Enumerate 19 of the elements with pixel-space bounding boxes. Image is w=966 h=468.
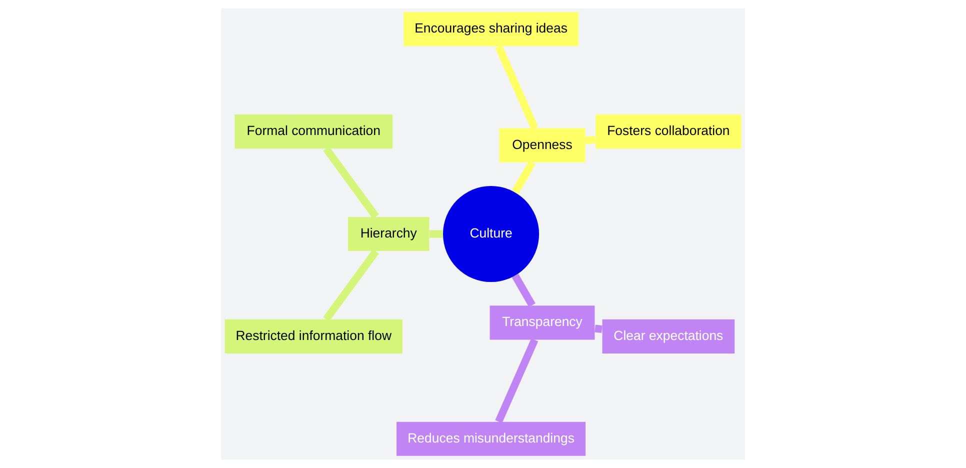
- connector: [495, 44, 538, 130]
- connector: [323, 146, 379, 219]
- connector: [323, 249, 379, 322]
- connector: [512, 160, 536, 194]
- node-box: Openness: [499, 128, 586, 162]
- node-box: Encourages sharing ideas: [404, 12, 578, 46]
- node-box: Hierarchy: [348, 217, 430, 252]
- node-box: Transparency: [490, 306, 595, 340]
- connector: [512, 274, 536, 308]
- connector: [594, 324, 602, 333]
- node-box: Fosters collaboration: [596, 114, 742, 149]
- node-box: Reduces misunderstandings: [396, 422, 586, 456]
- node-box: Formal communication: [234, 114, 393, 149]
- connector: [584, 136, 596, 144]
- connector: [429, 230, 443, 238]
- node-circle: Culture: [443, 186, 540, 282]
- node-box: Clear expectations: [602, 319, 735, 354]
- connector: [495, 338, 538, 424]
- node-box: Restricted information flow: [224, 319, 402, 354]
